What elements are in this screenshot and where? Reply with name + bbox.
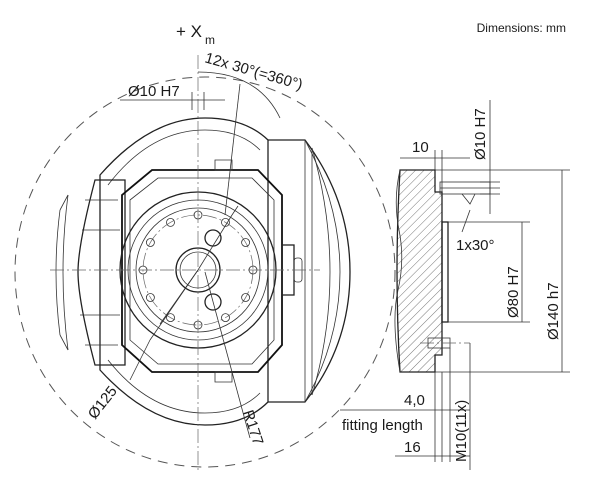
radius-dimension: R177 [239,408,266,447]
chamfer-dimension: 1x30° [456,237,495,254]
bore-dimension: Ø10 H7 [128,83,180,100]
thread-dimension: M10(11x) [453,400,470,462]
side-bore-dimension: Ø10 H7 [472,108,489,160]
units-note: Dimensions: mm [477,21,566,35]
side-section-view [340,100,570,470]
front-view [14,55,396,470]
thread-depth-dimension: 16 [404,439,421,456]
axis-x-subscript: m [205,33,215,47]
left-clamp [77,179,126,366]
fitting-value: 4,0 [404,392,425,409]
dowel-hole-top [204,229,222,247]
pitch-circle-dimension: Ø125 [85,383,121,422]
spigot-dimension: Ø80 H7 [505,266,522,318]
side-width-dimension: 10 [412,139,429,156]
dowel-hole-bottom [204,293,222,311]
axis-x-label: + X [176,22,202,41]
flange-dimension: Ø140 h7 [545,282,562,340]
rear-housing [268,139,351,403]
envelope-circle [14,76,396,468]
main-body [99,117,269,426]
flange-plate [121,169,283,373]
fitting-text: fitting length [342,417,423,434]
section-hatch [396,169,443,373]
